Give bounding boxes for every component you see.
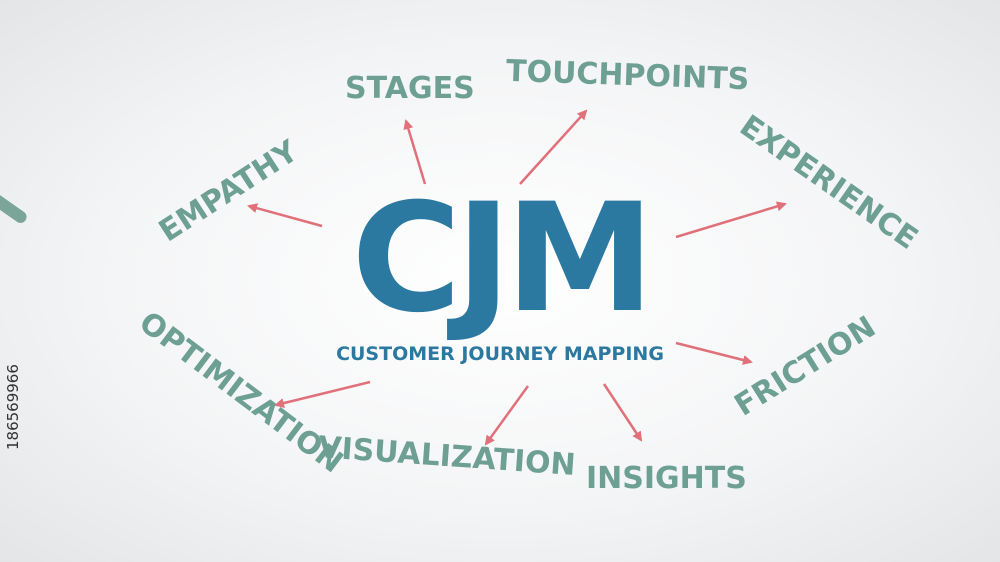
- arrow-to-touchpoints: [519, 109, 588, 185]
- keyword-insights: INSIGHTS: [586, 461, 747, 496]
- center-title: CJM: [351, 172, 654, 346]
- arrow-to-experience: [675, 201, 787, 239]
- arrow-to-empathy: [247, 203, 323, 228]
- arrow-to-visualization: [484, 385, 530, 446]
- keyword-touchpoints: TOUCHPOINTS: [505, 53, 750, 98]
- arrow-to-friction: [675, 341, 753, 365]
- arrow-to-stages: [403, 119, 427, 185]
- center-subtitle: CUSTOMER JOURNEY MAPPING: [336, 343, 664, 365]
- arrow-to-optimization: [274, 380, 371, 408]
- arrow-to-insights: [602, 383, 643, 442]
- stock-id-label: 186569966: [4, 364, 22, 450]
- keyword-stages: STAGES: [345, 71, 475, 106]
